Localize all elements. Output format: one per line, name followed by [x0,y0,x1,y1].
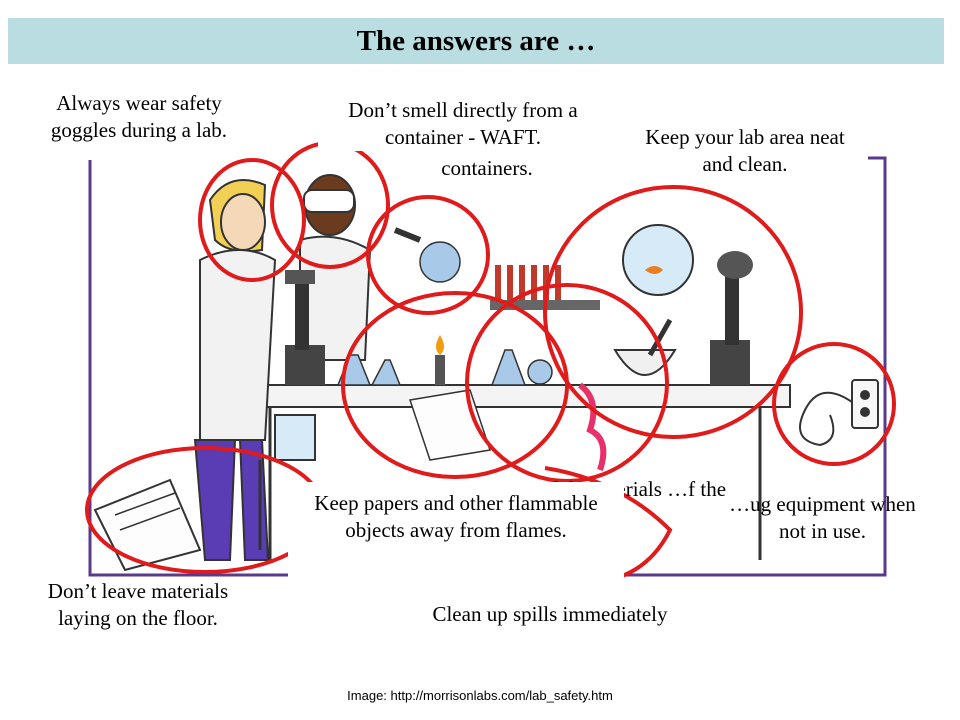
image-credit: Image: http://morrisonlabs.com/lab_safet… [347,688,613,703]
microscope-icon [285,270,325,385]
flasks-icon [336,227,553,386]
lab-bench-top [249,384,791,408]
caption-goggles: Always wear safety goggles during a lab. [44,90,234,144]
slide-title: The answers are … [356,24,596,57]
electrical-outlet-icon [799,379,879,447]
hazard-circle-goggles [198,158,306,282]
hazard-circle-neat [543,185,803,439]
beaker-floor-icon [258,414,316,550]
caption-neat: Keep your lab area neat and clean. [630,124,860,178]
caption-containers: containers. [441,156,533,180]
caption-smell: Don’t smell directly from a container - … [318,97,608,151]
hazard-circle-table-edge [544,466,673,582]
microscope-right-icon [710,251,753,385]
caption-floor: Don’t leave materials laying on the floo… [38,578,238,632]
student-girl [193,179,277,561]
book-on-floor-icon [93,478,202,572]
bunsen-burner-icon [435,335,445,385]
hazard-circle-spill [465,283,669,483]
fish-bowl-icon [622,224,694,296]
caption-unplug: …ug equipment when not in use. [729,492,916,543]
hazard-circle-containers [366,195,490,315]
caption-spills: Clean up spills immediately [432,602,668,626]
mortar-icon [613,318,677,376]
hazard-circle-unplug [772,342,896,466]
goggles-icon [303,189,355,213]
title-bar: The answers are … [8,18,944,64]
caption-papers: Keep papers and other flammable objects … [288,482,624,582]
hazard-circles [85,141,896,582]
spill-icon [578,382,607,471]
hazard-circle-flames [341,291,569,479]
frame-border [88,156,887,577]
